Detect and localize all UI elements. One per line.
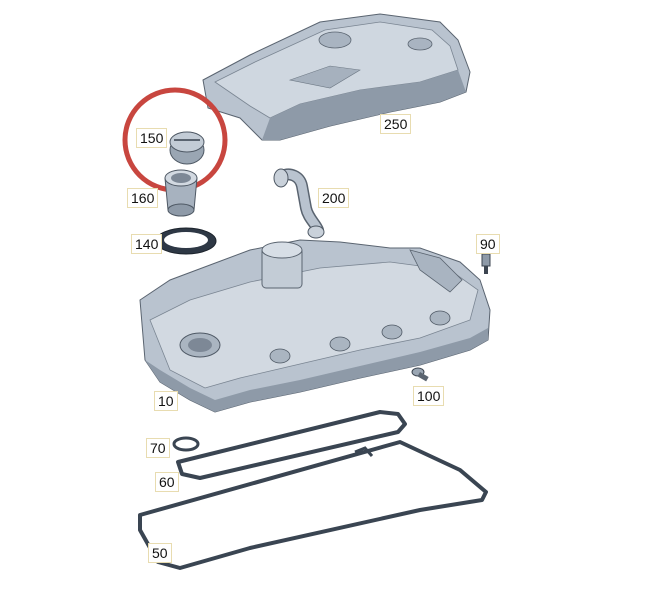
part-small-o-ring — [172, 436, 200, 452]
callout-150: 150 — [136, 128, 168, 148]
part-filler-neck — [164, 169, 198, 217]
callout-60: 60 — [155, 472, 179, 492]
part-cylinder-head-cover — [139, 239, 491, 413]
part-breather-hose — [273, 168, 325, 239]
callout-100: 100 — [413, 386, 445, 406]
callout-90: 90 — [476, 234, 500, 254]
callout-250: 250 — [380, 114, 412, 134]
part-engine-cover — [202, 13, 471, 141]
callout-140: 140 — [131, 234, 163, 254]
part-bolt — [411, 367, 429, 382]
callout-200: 200 — [318, 188, 350, 208]
part-inner-gasket — [176, 410, 407, 480]
part-outer-gasket — [138, 440, 488, 570]
part-sensor — [481, 253, 491, 274]
callout-160: 160 — [127, 188, 159, 208]
callout-10: 10 — [154, 391, 178, 411]
part-seal-ring — [155, 227, 217, 255]
part-oil-filler-cap — [169, 131, 205, 165]
callout-50: 50 — [148, 543, 172, 563]
callout-70: 70 — [146, 438, 170, 458]
